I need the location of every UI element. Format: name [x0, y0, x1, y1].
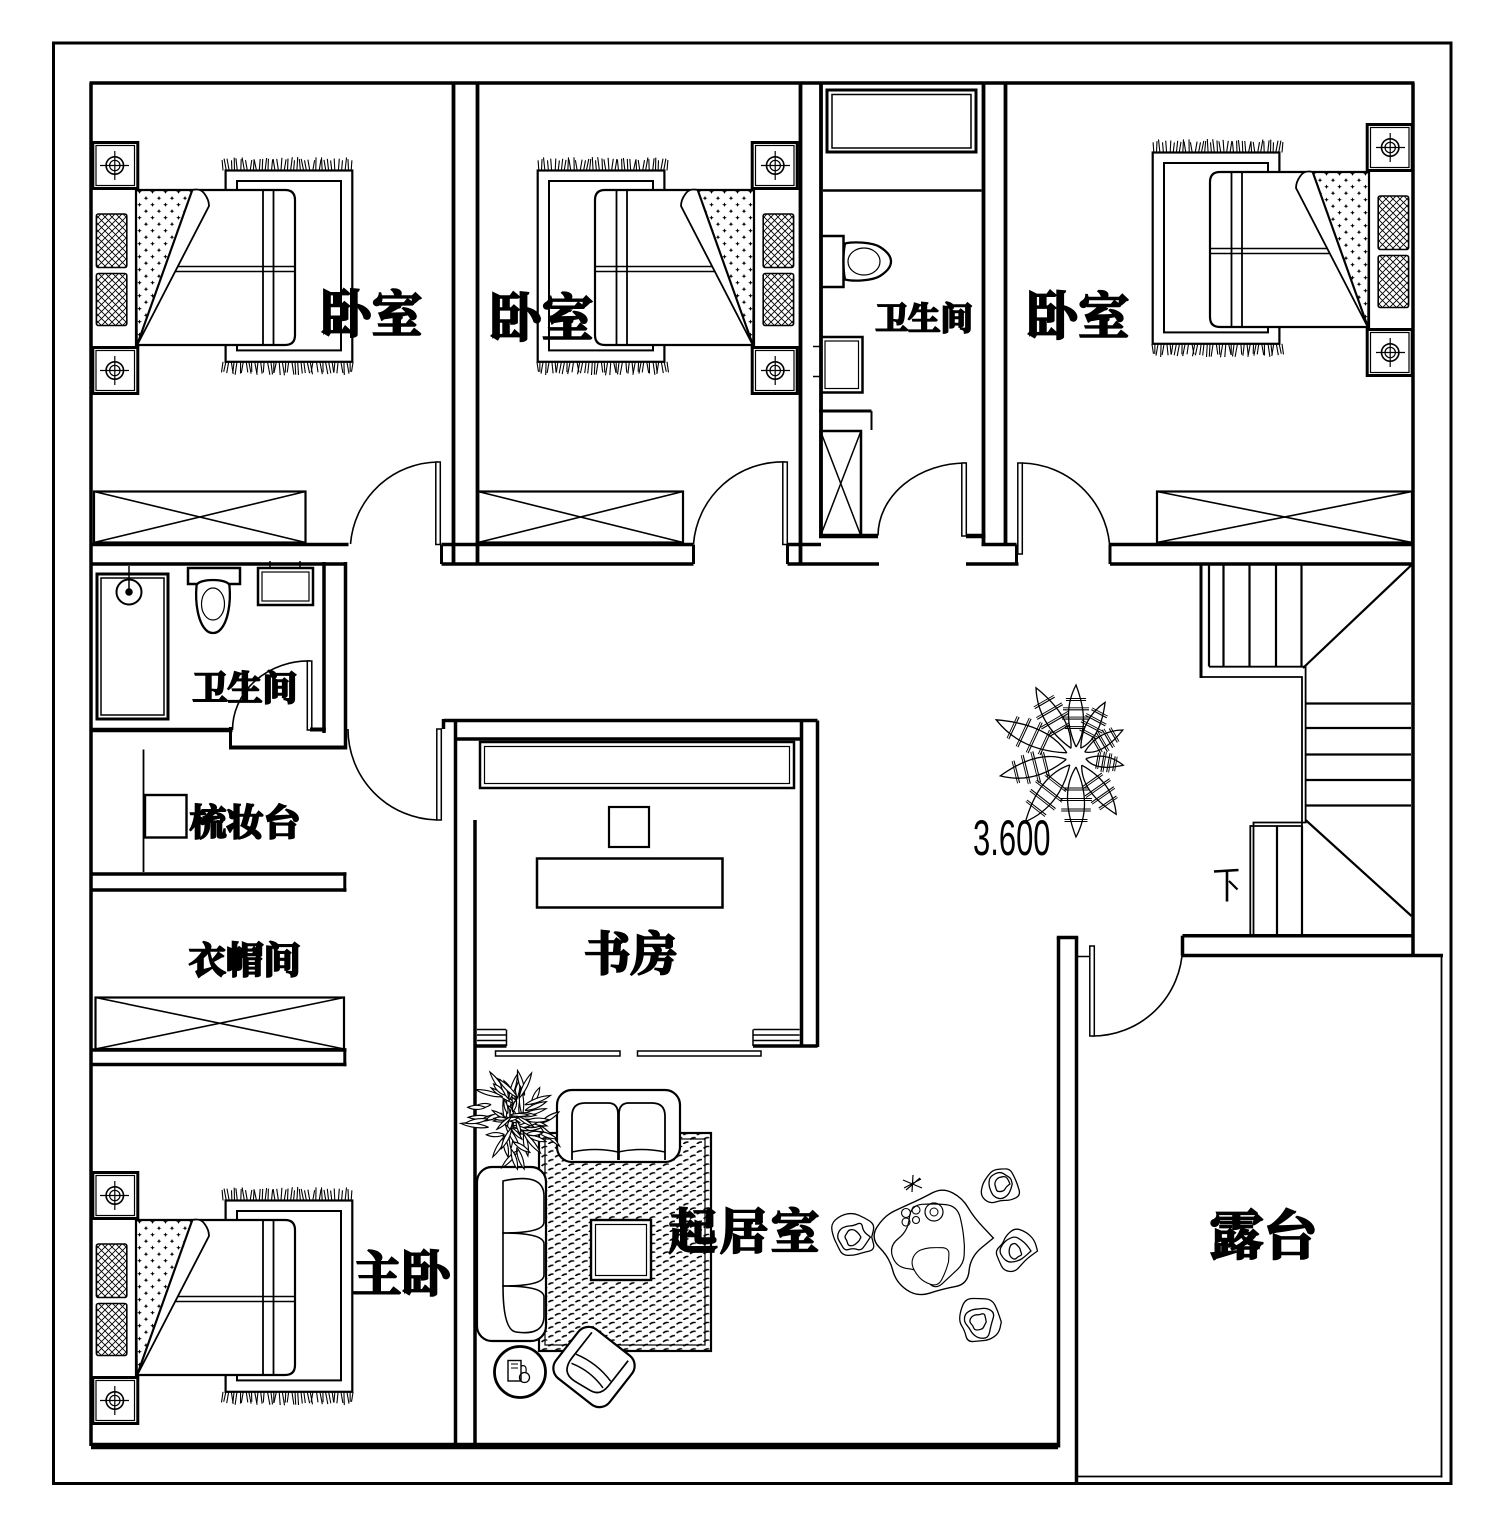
svg-text:3.600: 3.600 — [973, 809, 1051, 865]
